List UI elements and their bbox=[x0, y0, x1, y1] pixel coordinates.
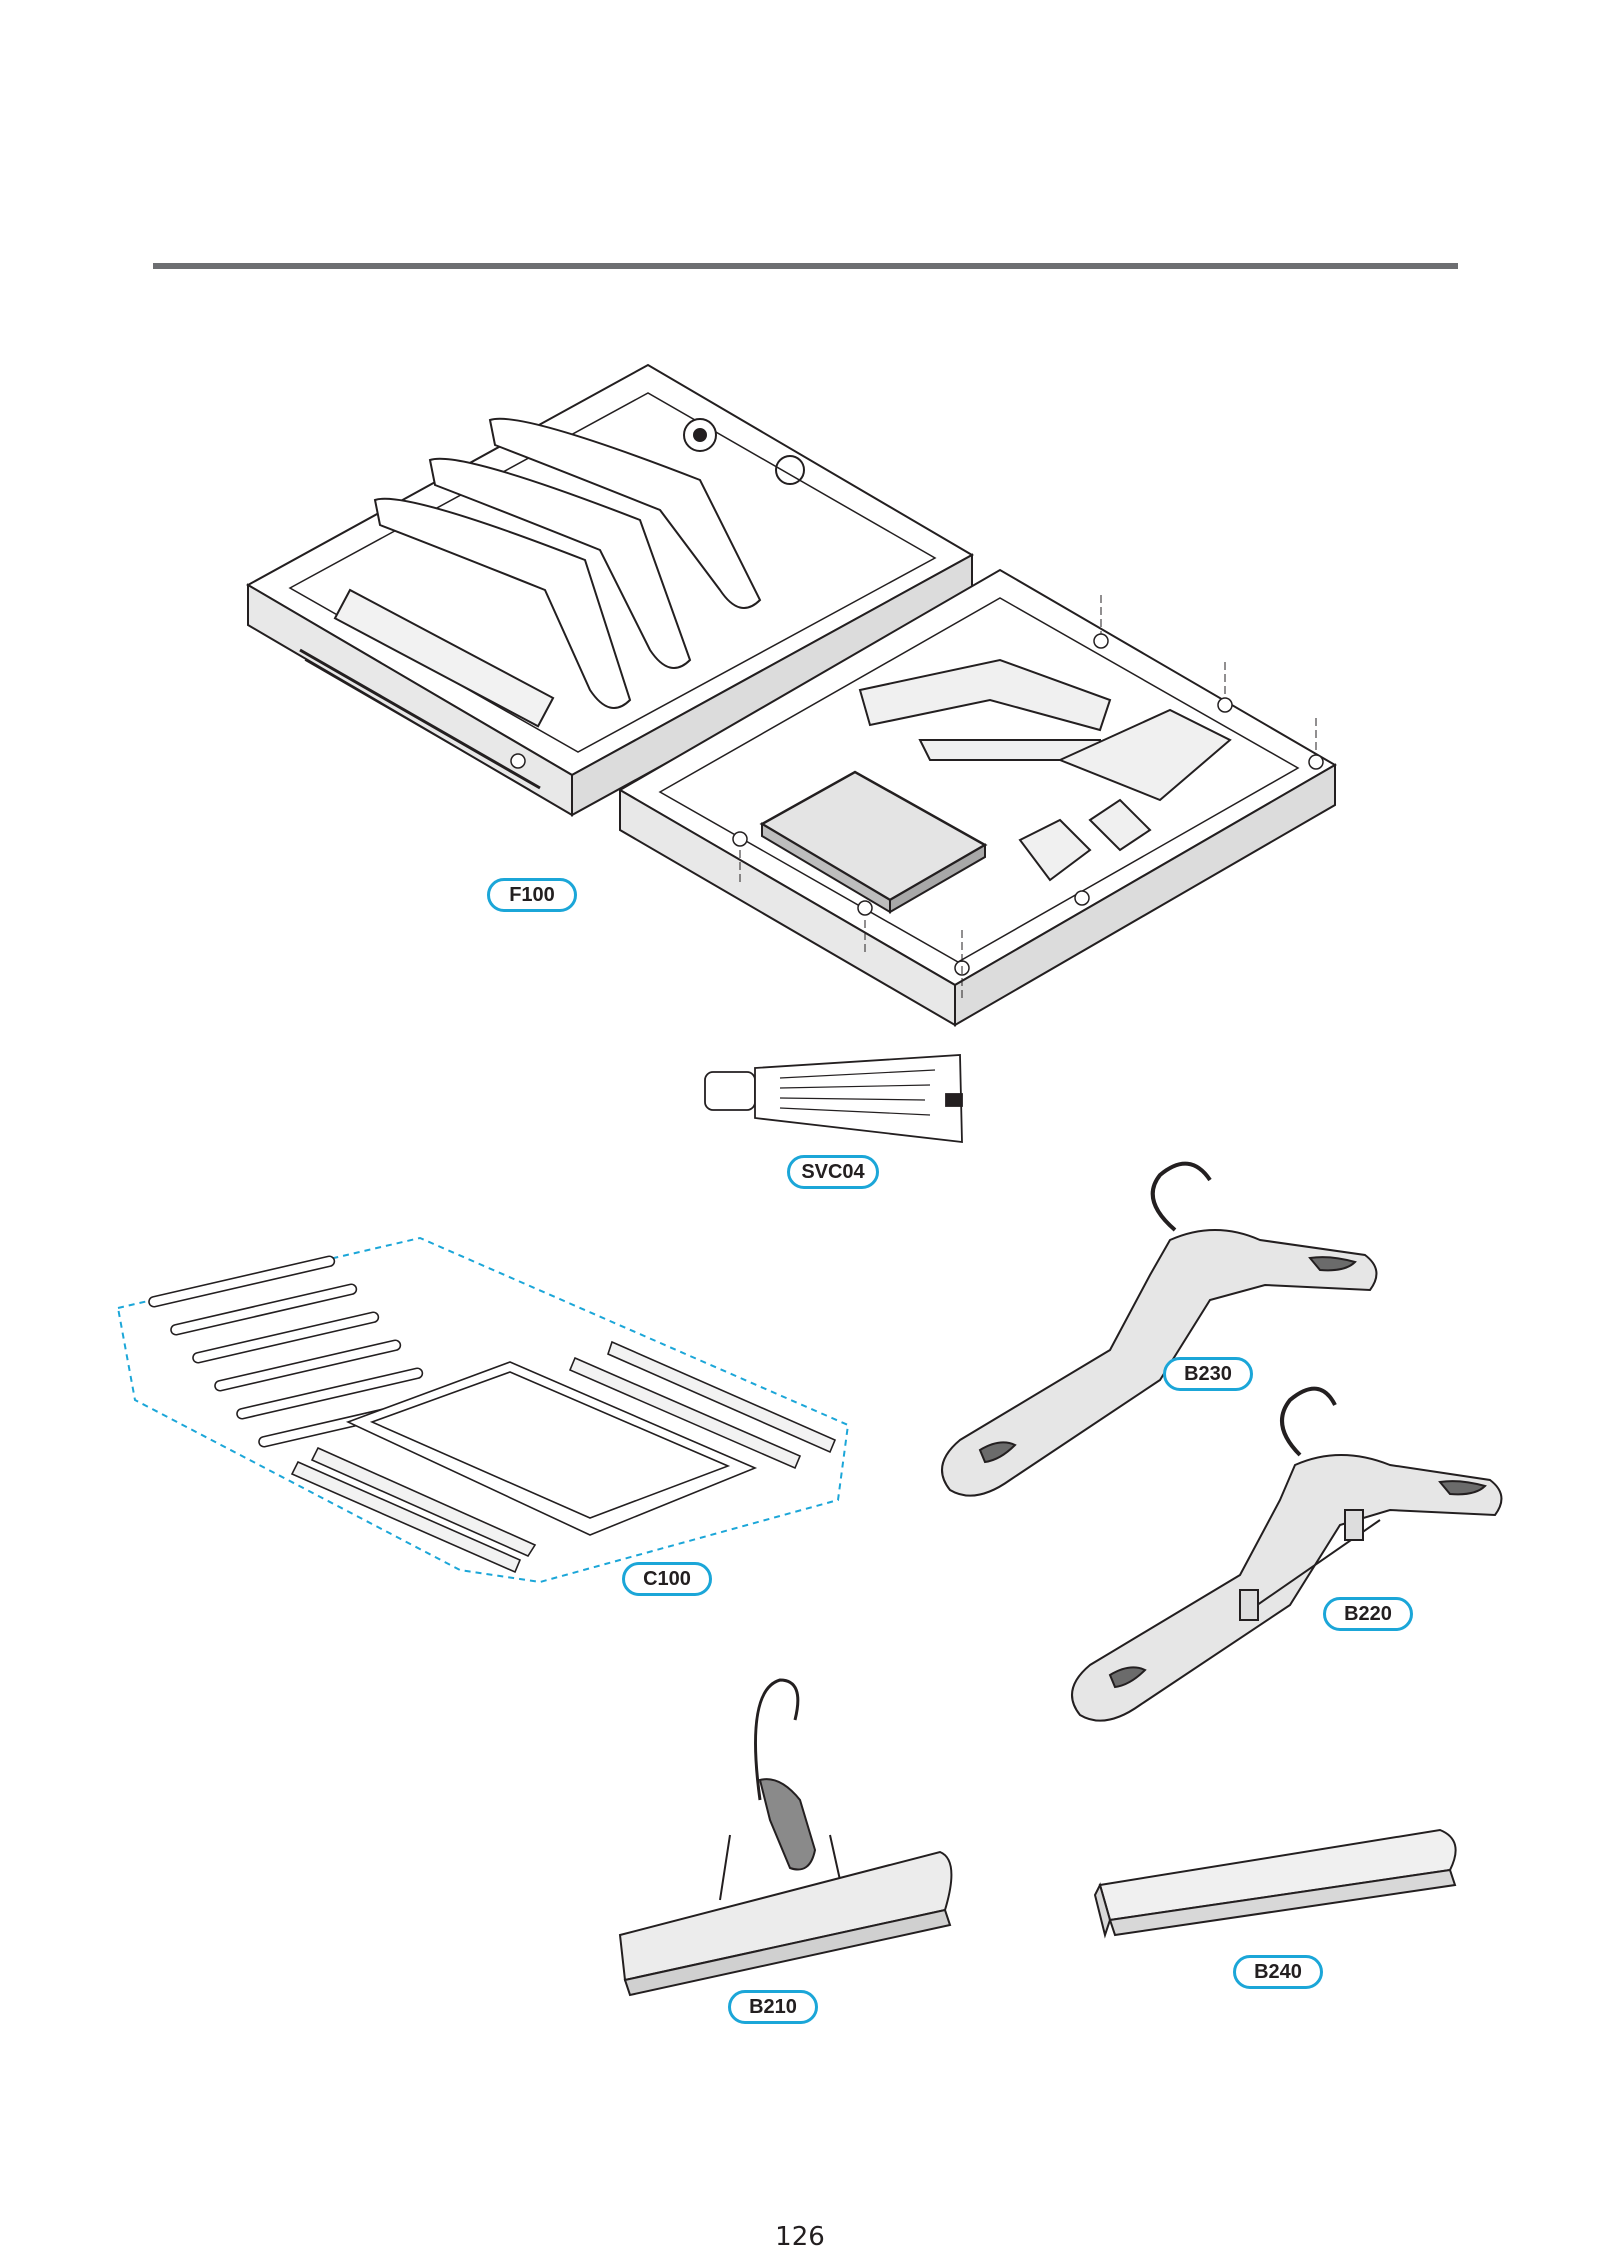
callout-c100: C100 bbox=[622, 1562, 712, 1596]
clip-hanger-b210-drawing bbox=[618, 1678, 953, 1997]
callout-b220: B220 bbox=[1323, 1597, 1413, 1631]
callout-f100: F100 bbox=[487, 878, 577, 912]
page-number: 126 bbox=[775, 2222, 825, 2252]
tray-assembly-drawing bbox=[245, 363, 1337, 1027]
rod-set bbox=[148, 1255, 446, 1448]
shirt-hanger-b230-drawing bbox=[941, 1161, 1378, 1497]
callout-b240: B240 bbox=[1233, 1955, 1323, 1989]
header-rule bbox=[153, 263, 1458, 269]
callout-b230: B230 bbox=[1163, 1357, 1253, 1391]
coat-hanger-b220-drawing bbox=[1071, 1386, 1503, 1722]
grease-tube-drawing bbox=[704, 1054, 963, 1144]
callout-svc04: SVC04 bbox=[787, 1155, 879, 1189]
callout-b210: B210 bbox=[728, 1990, 818, 2024]
tray-insert-b240-drawing bbox=[1093, 1828, 1457, 1939]
frame-kit-drawing bbox=[116, 1236, 850, 1584]
